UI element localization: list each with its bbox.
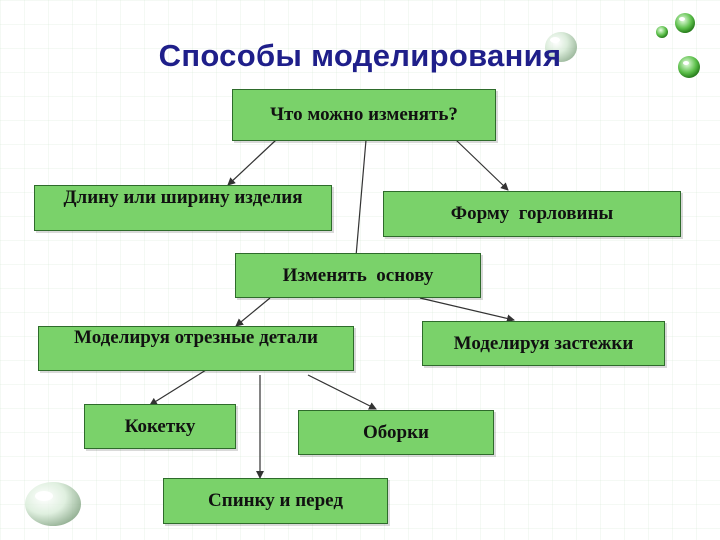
node-frills: Оборки [298, 410, 494, 455]
node-cut: Моделируя отрезные детали [38, 326, 354, 371]
edge-root-base [351, 139, 367, 269]
node-backfront-label: Спинку и перед [208, 490, 343, 512]
edge-root-length [227, 139, 277, 186]
node-root: Что можно изменять? [232, 89, 496, 141]
edge-base-cut [235, 297, 271, 327]
edge-base-clasp [419, 297, 515, 323]
node-length: Длину или ширину изделия [34, 185, 332, 231]
water-drop-icon [656, 13, 695, 38]
node-yoke: Кокетку [84, 404, 236, 449]
node-base-label: Изменять основу [282, 264, 434, 286]
edge-cut-frills [307, 374, 377, 410]
node-clasp-label: Моделируя застежки [453, 332, 634, 354]
node-frills-label: Оборки [363, 421, 429, 443]
node-clasp: Моделируя застежки [422, 321, 665, 366]
node-neck: Форму горловины [383, 191, 681, 237]
water-drop-icon [25, 482, 81, 526]
node-length-label: Длину или ширину изделия [63, 187, 303, 208]
node-yoke-label: Кокетку [124, 415, 196, 437]
edge-root-neck [455, 139, 509, 191]
node-backfront: Спинку и перед [163, 478, 388, 524]
water-drop-icon [678, 56, 700, 78]
node-root-label: Что можно изменять? [270, 104, 458, 126]
node-neck-label: Форму горловины [450, 203, 614, 225]
water-drop-icon [545, 32, 577, 62]
node-cut-label: Моделируя отрезные детали [74, 327, 318, 348]
page-title: Способы моделирования [158, 38, 562, 73]
node-base: Изменять основу [235, 253, 481, 298]
